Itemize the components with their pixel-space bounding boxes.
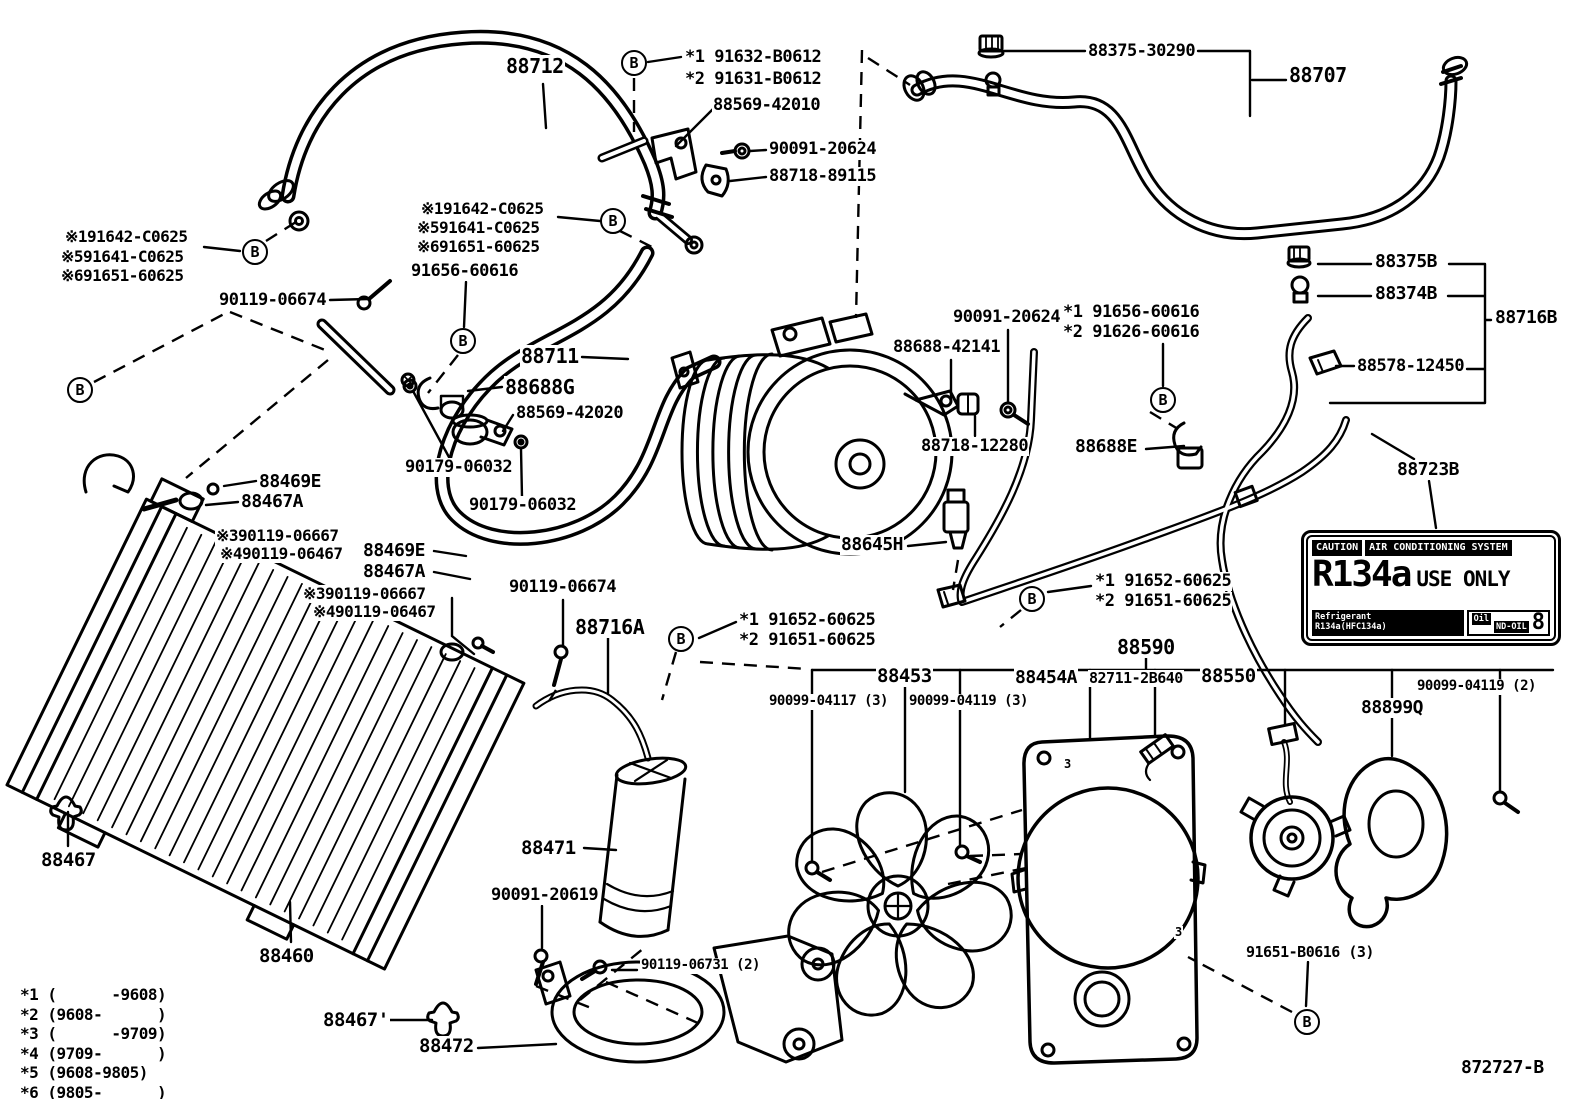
ref-91631-b0612: *2 91631-B0612 [684, 69, 823, 90]
art-mark-3a: 3 [1063, 757, 1072, 772]
part-88467a-2: 88467A [362, 561, 427, 583]
part-88712: 88712 [505, 54, 565, 78]
part-88375-30290: 88375-30290 [1087, 41, 1197, 62]
ref-390119-06667-2: ※390119-06667 [302, 584, 427, 603]
ref-91651-60625-left: *2 91651-60625 [738, 630, 877, 651]
ref-91656-60616-mid: *1 91656-60616 [1062, 302, 1201, 323]
part-88471: 88471 [520, 837, 577, 860]
part-90099-04117: 90099-04117 (3) [768, 693, 889, 710]
legend-item-2: *2 (9608- ) [20, 1004, 167, 1024]
part-88453: 88453 [876, 665, 933, 688]
part-88374b: 88374B [1374, 283, 1439, 305]
ref-191642-c0625-mid: ※191642-C0625 [420, 199, 545, 218]
part-88688e: 88688E [1074, 436, 1139, 458]
part-88375b: 88375B [1374, 251, 1439, 273]
part-88718-12280: 88718-12280 [920, 436, 1030, 457]
caution-plate: CAUTION AIR CONDITIONING SYSTEM R134a US… [1301, 530, 1561, 646]
caution-plate-oil-value: ND-OIL [1494, 621, 1529, 633]
legend-item-3: *3 ( -9709) [20, 1024, 167, 1043]
part-82711-2b640: 82711-2B640 [1088, 669, 1184, 687]
part-88467-bottom-left: 88467 [40, 849, 97, 872]
ref-490119-06467-1: ※490119-06467 [219, 544, 344, 563]
part-88723b: 88723B [1396, 459, 1461, 481]
part-90091-20624-top: 90091-20624 [768, 139, 878, 160]
b-marker-6: B [1150, 387, 1176, 413]
part-88718-89115: 88718-89115 [768, 166, 878, 187]
b-marker-3: B [600, 208, 626, 234]
part-90099-04119-2: 90099-04119 (2) [1416, 678, 1537, 695]
part-88469e-1: 88469E [258, 471, 323, 493]
b-marker-4: B [450, 328, 476, 354]
part-88569-42020: 88569-42020 [515, 403, 625, 424]
ref-691651-60625-left: ※691651-60625 [60, 266, 185, 285]
part-90099-04119-3: 90099-04119 (3) [908, 693, 1029, 710]
legend-item-5: *5 (9608-9805) [20, 1063, 148, 1082]
part-88711: 88711 [520, 344, 580, 368]
caution-plate-system: AIR CONDITIONING SYSTEM [1365, 540, 1512, 556]
ref-91626-60616-mid: *2 91626-60616 [1062, 322, 1201, 343]
art-mark-3b: 3 [1174, 925, 1183, 940]
production-period-legend: *1 ( -9608)*2 (9608- )*3 ( -9709)*4 (970… [20, 946, 170, 1099]
diagram-code: 872727-B [1460, 1057, 1545, 1079]
part-90119-06731: 90119-06731 (2) [640, 957, 761, 974]
b-marker-8: B [1294, 1009, 1320, 1035]
ref-591641-c0625-mid: ※591641-C0625 [416, 218, 541, 237]
caution-plate-refrigerant-cell: Refrigerant R134a(HFC134a) [1312, 610, 1464, 636]
part-88716b: 88716B [1494, 307, 1559, 329]
part-88472: 88472 [418, 1035, 475, 1058]
part-88688-42141: 88688-42141 [892, 337, 1002, 358]
part-90179-06032-1: 90179-06032 [404, 457, 514, 478]
part-88467a-1: 88467A [240, 491, 305, 513]
caution-plate-caution: CAUTION [1312, 540, 1363, 556]
ref-691651-60625-mid: ※691651-60625 [416, 237, 541, 256]
part-88569-42010: 88569-42010 [712, 95, 822, 116]
part-90091-20624-mid: 90091-20624 [952, 307, 1062, 328]
legend-item-6: *6 (9805- ) [20, 1082, 167, 1099]
ref-591641-c0625-left: ※591641-C0625 [60, 247, 185, 266]
caution-plate-refrigerant-code: R134a [1312, 554, 1412, 595]
ref-390119-06667-1: ※390119-06667 [215, 526, 340, 545]
part-88688g: 88688G [504, 375, 576, 399]
part-90119-06674-left: 90119-06674 [218, 290, 328, 311]
part-90179-06032-2: 90179-06032 [468, 495, 578, 516]
legend-item-4: *4 (9709- ) [20, 1043, 167, 1063]
part-91656-60616: 91656-60616 [410, 261, 520, 282]
part-90091-20619: 90091-20619 [490, 885, 600, 906]
part-88460: 88460 [258, 945, 315, 968]
part-88707: 88707 [1288, 63, 1348, 87]
part-91651-b0616: 91651-B0616 (3) [1245, 943, 1375, 961]
caution-plate-use-only: USE ONLY [1416, 567, 1510, 591]
caution-plate-refrigerant-value: R134a(HFC134a) [1315, 622, 1387, 633]
b-marker-7: B [1019, 586, 1045, 612]
part-88899q: 88899Q [1360, 697, 1425, 719]
part-88467-2: 88467' [322, 1009, 390, 1032]
b-marker-2: B [242, 239, 268, 265]
ref-191642-c0625-left: ※191642-C0625 [64, 227, 189, 246]
part-88578-12450: 88578-12450 [1356, 356, 1466, 377]
b-marker-5: B [668, 626, 694, 652]
part-88590: 88590 [1116, 635, 1176, 659]
b-marker-9: B [67, 377, 93, 403]
part-88469e-2: 88469E [362, 540, 427, 562]
ref-91632-b0612: *1 91632-B0612 [684, 47, 823, 68]
caution-plate-inner: CAUTION AIR CONDITIONING SYSTEM R134a US… [1306, 535, 1556, 641]
ref-91652-60625-right: *1 91652-60625 [1094, 571, 1233, 592]
part-88550: 88550 [1200, 665, 1257, 688]
part-90119-06674-2: 90119-06674 [508, 577, 618, 598]
part-88454a: 88454A [1014, 667, 1079, 689]
ref-490119-06467-2: ※490119-06467 [312, 602, 437, 621]
ref-91651-60625-right: *2 91651-60625 [1094, 591, 1233, 612]
legend-item-1: *1 ( -9608) [20, 985, 167, 1004]
b-marker-1: B [621, 50, 647, 76]
caution-plate-oil-number: 8 [1531, 610, 1545, 636]
ref-91652-60625-left: *1 91652-60625 [738, 610, 877, 631]
caution-plate-oil-label: Oil [1471, 613, 1492, 626]
part-88645h: 88645H [840, 534, 905, 556]
caution-plate-oil-cell: Oil ND-OIL 8 [1466, 610, 1550, 636]
caution-plate-refrigerant-label: Refrigerant [1315, 612, 1372, 623]
part-88716a: 88716A [574, 615, 646, 639]
